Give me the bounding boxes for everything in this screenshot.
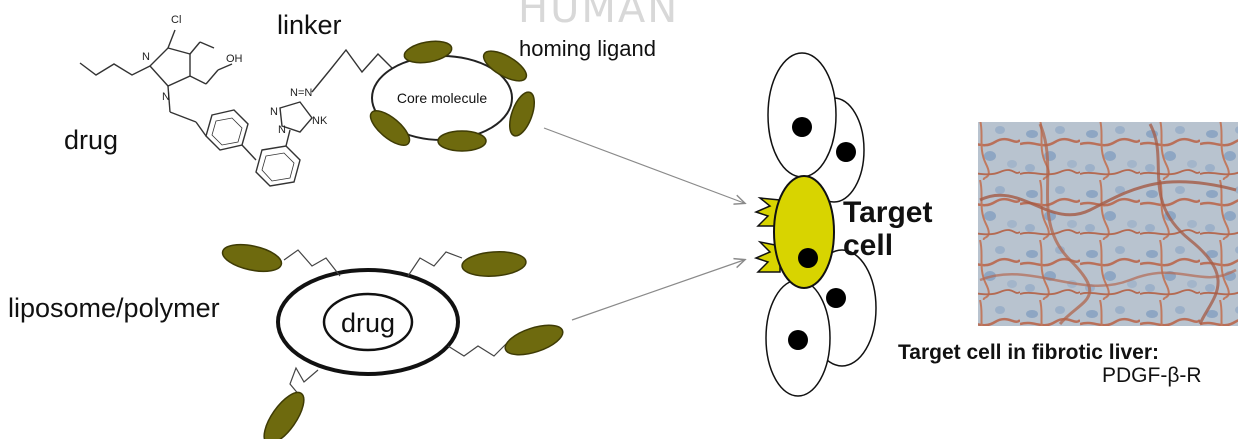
linker-label: linker [277, 10, 342, 41]
atom-n2: N [162, 91, 170, 103]
atom-n5: N [278, 124, 286, 136]
cell-nucleus-icon [792, 117, 812, 137]
ligand-ellipse [438, 131, 486, 151]
ligand-ellipse [461, 250, 527, 278]
homing-ligand-label: homing ligand [519, 36, 656, 62]
liposome-polymer-label: liposome/polymer [8, 293, 220, 324]
target-cell [774, 176, 834, 288]
imidazole-ring [150, 48, 190, 86]
target-cell-label-line2: cell [843, 229, 893, 263]
liposome-drug-label: drug [341, 308, 395, 338]
core-molecule-complex: Core molecule [365, 38, 539, 151]
atom-nk: NK [312, 115, 328, 127]
atom-n1: N [142, 51, 150, 63]
cell-nucleus-icon [788, 330, 808, 350]
cell-nucleus-icon [836, 142, 856, 162]
core-molecule-label: Core molecule [397, 90, 487, 106]
atom-n3: N [270, 106, 278, 118]
ligand-ellipse [257, 387, 311, 439]
caption-line1: Target cell in fibrotic liver: [898, 341, 1159, 365]
cell-nucleus-icon [798, 248, 818, 268]
drug-label: drug [64, 125, 118, 156]
arrow-icon [544, 128, 744, 203]
ligand-ellipse [502, 319, 566, 360]
target-cell-label-line1: Target [843, 196, 932, 230]
butyl-chain [80, 63, 150, 75]
cell-normal [768, 53, 836, 177]
caption-line2: PDGF-β-R [1102, 364, 1202, 388]
atom-cl: Cl [171, 14, 181, 26]
cell-nucleus-icon [826, 288, 846, 308]
arrow-icon [572, 260, 744, 320]
atom-n4: N=N [290, 87, 312, 99]
targeting-arrows [544, 128, 744, 320]
liver-histology-image [978, 122, 1238, 326]
atom-oh: OH [226, 53, 243, 65]
liposome-complex: drug [220, 240, 566, 439]
ligand-ellipse [220, 240, 284, 276]
